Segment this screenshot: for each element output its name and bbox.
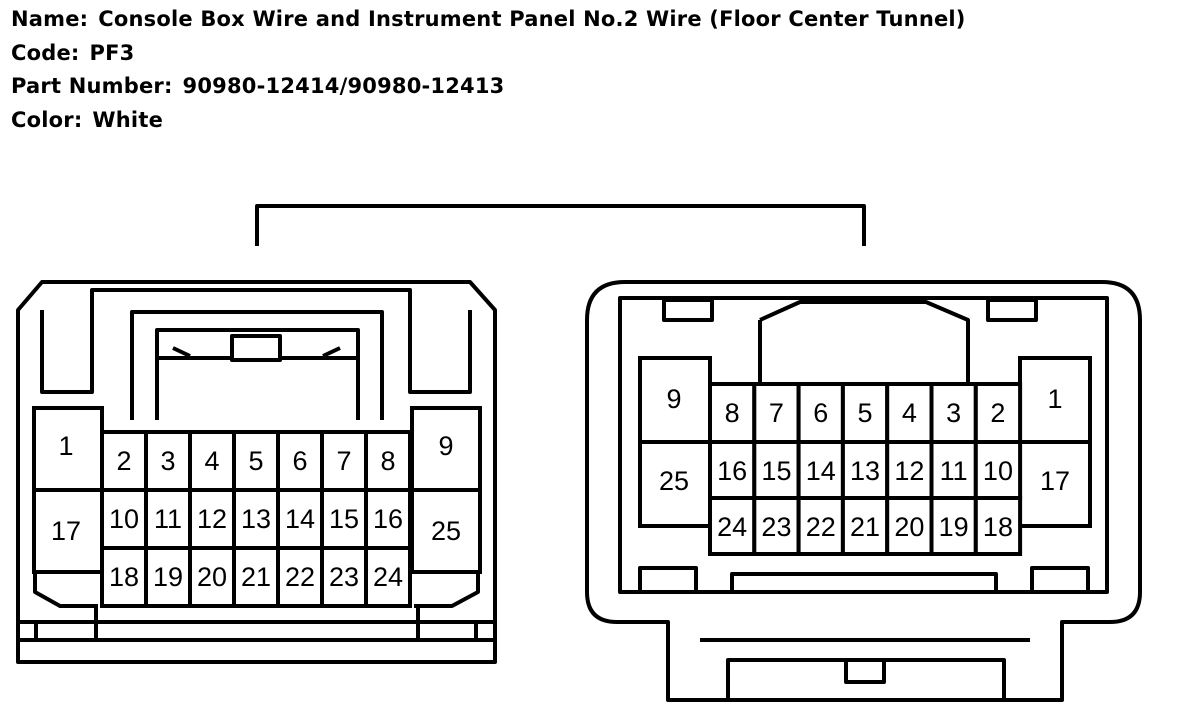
pin-number: 24 — [373, 562, 403, 592]
pin-number: 9 — [666, 384, 681, 414]
pin-number: 20 — [197, 562, 227, 592]
pin-number: 5 — [248, 446, 263, 476]
pin-number: 7 — [336, 446, 351, 476]
pin-cell — [410, 488, 482, 574]
pin-cell — [144, 546, 192, 608]
part-number-line: Part Number: 90980-12414/90980-12413 — [11, 74, 505, 98]
pin-number: 18 — [983, 512, 1013, 542]
pin-cell — [364, 546, 412, 608]
pin-number: 6 — [292, 446, 307, 476]
pin-number: 24 — [717, 512, 747, 542]
pin-cell — [885, 382, 934, 444]
pin-number: 21 — [850, 512, 880, 542]
pin-number: 3 — [946, 398, 961, 428]
pin-cell — [929, 496, 978, 556]
pin-number: 14 — [285, 504, 315, 534]
pin-number: 10 — [983, 456, 1013, 486]
pin-number: 8 — [380, 446, 395, 476]
pin-number: 12 — [197, 504, 227, 534]
name-line: Name: Console Box Wire and Instrument Pan… — [11, 7, 966, 31]
name-value: Console Box Wire and Instrument Panel No… — [98, 7, 966, 31]
pin-number: 2 — [116, 446, 131, 476]
pin-number: 10 — [109, 504, 139, 534]
right-connector-housing — [585, 280, 1142, 702]
pin-number: 6 — [813, 398, 828, 428]
pin-number: 16 — [373, 504, 403, 534]
part-number-value: 90980-12414/90980-12413 — [182, 74, 505, 98]
pin-number: 9 — [438, 431, 453, 461]
pin-number: 20 — [894, 512, 924, 542]
pin-cell — [320, 546, 368, 608]
pin-number: 1 — [1047, 384, 1062, 414]
view-bracket — [255, 204, 866, 246]
color-value: White — [92, 108, 164, 132]
pin-number: 13 — [241, 504, 271, 534]
code-label: Code: — [11, 41, 80, 65]
pin-number: 3 — [160, 446, 175, 476]
pin-number: 22 — [806, 512, 836, 542]
pin-cell — [276, 430, 324, 492]
pin-number: 14 — [806, 456, 836, 486]
color-label: Color: — [11, 108, 83, 132]
pin-cell — [973, 440, 1023, 500]
pin-number: 2 — [990, 398, 1005, 428]
pin-number: 11 — [154, 504, 182, 534]
pin-number: 23 — [761, 512, 791, 542]
pin-number: 19 — [153, 562, 183, 592]
pin-number: 5 — [858, 398, 873, 428]
pin-cell — [276, 488, 324, 550]
pin-number: 22 — [285, 562, 315, 592]
name-label: Name: — [11, 7, 89, 31]
part-number-label: Part Number: — [11, 74, 173, 98]
pin-number: 4 — [902, 398, 917, 428]
pin-number: 7 — [769, 398, 784, 428]
left-connector-housing — [16, 280, 497, 664]
pin-number: 17 — [51, 516, 81, 546]
pin-number: 25 — [659, 466, 689, 496]
pin-cell — [410, 406, 482, 492]
pin-number: 25 — [431, 516, 461, 546]
pin-number: 1 — [58, 431, 73, 461]
pin-cell — [1018, 440, 1092, 528]
pin-cell — [364, 488, 412, 550]
pin-number: 4 — [204, 446, 219, 476]
pin-cell — [100, 546, 148, 608]
pin-number: 13 — [850, 456, 880, 486]
code-line: Code: PF3 — [11, 41, 134, 65]
pin-number: 15 — [329, 504, 359, 534]
pin-number: 19 — [939, 512, 969, 542]
pin-cell — [364, 430, 412, 492]
pin-number: 15 — [761, 456, 791, 486]
pin-cell — [885, 440, 934, 500]
pin-number: 18 — [109, 562, 139, 592]
pin-number: 23 — [329, 562, 359, 592]
pin-cell — [840, 440, 890, 500]
pin-cell — [973, 382, 1023, 444]
pin-cell — [973, 496, 1023, 556]
pin-number: 8 — [725, 398, 740, 428]
pin-cell — [885, 496, 934, 556]
pin-number: 12 — [894, 456, 924, 486]
pin-number: 17 — [1040, 466, 1070, 496]
pin-number: 21 — [241, 562, 271, 592]
code-value: PF3 — [89, 41, 135, 65]
pin-cell — [638, 440, 712, 528]
pin-number: 16 — [717, 456, 747, 486]
pin-number: 11 — [940, 456, 968, 486]
pin-cell — [752, 440, 801, 500]
pin-cell — [188, 546, 236, 608]
color-line: Color: White — [11, 108, 163, 132]
